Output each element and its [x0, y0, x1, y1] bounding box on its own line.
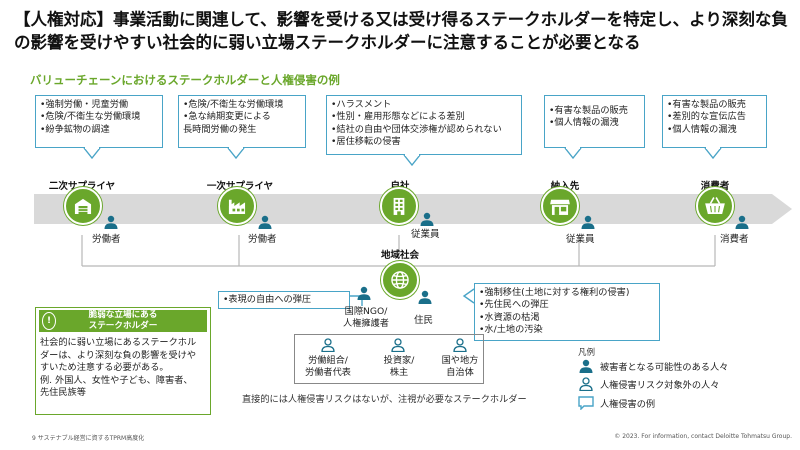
person-label-worker-2: 労働者 — [248, 234, 277, 245]
node-label-second-tier: 二次サプライヤ — [42, 178, 122, 192]
callout-first-tier: •危険/不衛生な労働環境 •急な納期変更による 長時間労働の発生 — [178, 95, 306, 148]
person-label-investor-line2: 株主 — [389, 367, 409, 378]
person-label-government-line2: 自治体 — [446, 367, 474, 378]
office-building-icon — [380, 187, 418, 225]
legend-title: 凡例 — [578, 348, 596, 358]
node-label-delivery: 納入先 — [550, 181, 580, 192]
globe-icon — [381, 261, 419, 299]
footer-copyright: © 2023. For information, contact Deloitt… — [614, 433, 792, 440]
person-outline-icon — [320, 338, 336, 352]
person-icon — [257, 215, 273, 229]
callout-expression: •表現の自由への弾圧 — [218, 291, 350, 309]
callout-company: •ハラスメント •性別・雇用形態などによる差別 •結社の自由や団体交渉権が認めら… — [326, 95, 522, 155]
page-title: 【人権対応】事業活動に関連して、影響を受ける又は受け得るステークホルダーを特定し… — [14, 10, 788, 52]
person-label-employee-2: 従業員 — [566, 234, 595, 245]
person-label-union-line2: 労働者代表 — [305, 367, 351, 378]
node-label-first-tier: 一次サプライヤ — [200, 178, 280, 192]
person-label-consumer: 消費者 — [720, 234, 749, 245]
indirect-note: 直接的には人権侵害リスクはないが、注視が必要なステークホルダー — [242, 394, 527, 405]
indirect-stakeholder-box — [294, 334, 484, 384]
callout-residents: •強制移住(土地に対する権利の侵害) •先住民への弾圧 •水資源の枯渇 •水/土… — [474, 283, 660, 341]
person-label-ngo-line1: 国際NGO/ — [344, 306, 388, 317]
person-icon — [419, 212, 435, 226]
warehouse-icon — [64, 187, 102, 225]
person-outline-icon — [578, 377, 594, 391]
callout-delivery: •有害な製品の販売 •個人情報の漏洩 — [544, 95, 645, 148]
person-label-ngo: 国際NGO/ 人権擁護者 — [338, 306, 394, 330]
person-icon — [356, 286, 372, 300]
factory-icon — [218, 187, 256, 225]
person-icon — [417, 290, 433, 304]
person-label-resident: 住民 — [414, 315, 434, 326]
callout-consumer: •有害な製品の販売 •差別的な宣伝広告 •個人情報の漏洩 — [662, 95, 767, 148]
node-label-company: 自社 — [380, 178, 420, 192]
person-label-investor-line1: 投資家/ — [383, 355, 415, 366]
exclamation-icon: ! — [42, 312, 56, 330]
person-label-government: 国や地方 自治体 — [434, 355, 486, 379]
person-outline-icon — [390, 338, 406, 352]
vulnerable-stakeholder-body: 社会的に弱い立場にあるステークホル ダーは、より深刻な負の影響を受けや すいため… — [40, 337, 197, 399]
footer-page-info: 9 サステナブル経営に資するTPRM高度化 — [32, 435, 145, 442]
vulnerable-stakeholder-header: 脆弱な立場にある ステークホルダー — [39, 310, 207, 332]
person-label-employee-1: 従業員 — [411, 229, 440, 240]
person-label-investor: 投資家/ 株主 — [372, 355, 426, 379]
node-label-community: 地域社会 — [380, 250, 419, 261]
section-subtitle: バリューチェーンにおけるステークホルダーと人権侵害の例 — [30, 73, 340, 87]
person-icon — [103, 215, 119, 229]
person-label-government-line1: 国や地方 — [441, 355, 479, 366]
node-label-consumer: 消費者 — [690, 178, 740, 192]
store-icon — [541, 187, 579, 225]
person-icon — [734, 215, 750, 229]
person-label-ngo-line2: 人権擁護者 — [343, 318, 389, 329]
person-label-union: 労働組合/ 労働者代表 — [298, 355, 358, 379]
person-label-worker-1: 労働者 — [92, 234, 121, 245]
person-outline-icon — [452, 338, 468, 352]
callout-shape-icon — [578, 396, 594, 410]
person-label-union-line1: 労働組合/ — [308, 355, 348, 366]
shopping-basket-icon — [696, 187, 734, 225]
person-icon — [578, 359, 594, 373]
callout-second-tier: •強制労働・児童労働 •危険/不衛生な労働環境 •紛争鉱物の調達 — [35, 95, 163, 148]
person-icon — [580, 215, 596, 229]
